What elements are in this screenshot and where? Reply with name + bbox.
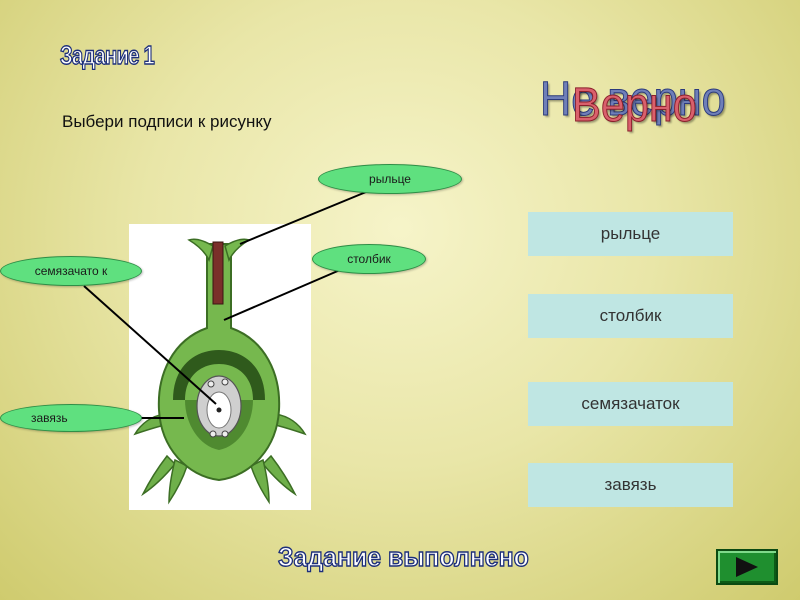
answer-tile-ovary[interactable]: завязь (528, 463, 733, 507)
sepal-left-1 (141, 454, 177, 497)
feedback-correct: Верно (572, 79, 698, 133)
label-style[interactable]: столбик (312, 244, 426, 274)
egg-cell (216, 407, 222, 413)
cell-2 (221, 378, 229, 386)
pistil-illustration (129, 224, 311, 510)
cell-1 (207, 380, 215, 388)
cell-4 (221, 430, 229, 438)
answer-tile-ovule[interactable]: семязачаток (528, 382, 733, 426)
completion-message: Задание выполнено (277, 541, 529, 572)
label-ovary[interactable]: завязь (0, 404, 142, 432)
stigma-lobe-right (224, 238, 251, 263)
sepal-right-1 (261, 454, 297, 497)
sepal-right-2 (250, 458, 270, 505)
cell-3 (209, 430, 217, 438)
label-stigma[interactable]: рыльце (318, 164, 462, 194)
sepal-left-2 (168, 458, 188, 505)
next-button[interactable] (716, 549, 778, 585)
stigma-lobe-left (187, 238, 214, 263)
play-arrow-icon (736, 557, 758, 577)
pistil-drawing (133, 238, 307, 505)
answer-tile-stigma[interactable]: рыльце (528, 212, 733, 256)
answer-tile-style[interactable]: столбик (528, 294, 733, 338)
task-heading: Задание 1 (59, 39, 155, 70)
label-ovule[interactable]: семязачато к (0, 256, 142, 286)
instruction-text: Выбери подписи к рисунку (62, 112, 272, 131)
style-canal (212, 241, 224, 305)
feedback-wrong: Не верно (540, 73, 727, 127)
